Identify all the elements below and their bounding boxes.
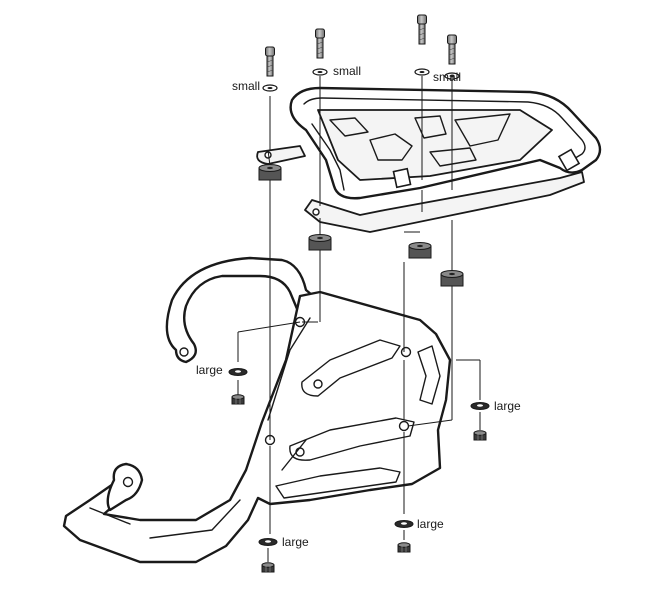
callout-large-mid-right: large bbox=[494, 399, 521, 413]
callout-small-left: small bbox=[232, 79, 260, 93]
small-washer-icon bbox=[262, 84, 278, 92]
callout-large-bottom-right: large bbox=[417, 517, 444, 531]
bolt-icon bbox=[447, 34, 457, 65]
assembly-guide-lines bbox=[237, 76, 481, 562]
callout-labels: small small small large large large larg… bbox=[196, 64, 521, 549]
rack-left-tab bbox=[256, 145, 306, 165]
callout-large-mid-left: large bbox=[196, 363, 223, 377]
bolt-icon bbox=[315, 28, 325, 59]
top-rack bbox=[256, 86, 602, 233]
nut-icon bbox=[397, 542, 411, 553]
bolt-icon bbox=[265, 46, 275, 77]
nut-icon bbox=[261, 562, 275, 573]
callout-small-right: small bbox=[433, 70, 461, 84]
large-washer-icon bbox=[470, 402, 490, 410]
bracket-hook bbox=[106, 462, 144, 512]
small-washer-icon bbox=[414, 68, 430, 76]
large-washer-icon bbox=[258, 538, 278, 546]
nut-icon bbox=[231, 394, 245, 405]
bolt-icon bbox=[417, 14, 427, 45]
carrier-bracket bbox=[62, 256, 452, 564]
bracket-body bbox=[62, 290, 452, 564]
rack-inner-panel bbox=[317, 109, 553, 181]
small-washer-icon bbox=[312, 68, 328, 76]
spacer-icon bbox=[308, 234, 332, 251]
spacer-icon bbox=[408, 242, 432, 259]
large-washer-icon bbox=[394, 520, 414, 528]
nut-icon bbox=[473, 430, 487, 441]
callout-small-center: small bbox=[333, 64, 361, 78]
large-washer-icon bbox=[228, 368, 248, 376]
spacer-icon bbox=[440, 270, 464, 287]
spacer-icon bbox=[258, 164, 282, 181]
rack-base-plate bbox=[304, 171, 585, 233]
callout-large-bottom-left: large bbox=[282, 535, 309, 549]
